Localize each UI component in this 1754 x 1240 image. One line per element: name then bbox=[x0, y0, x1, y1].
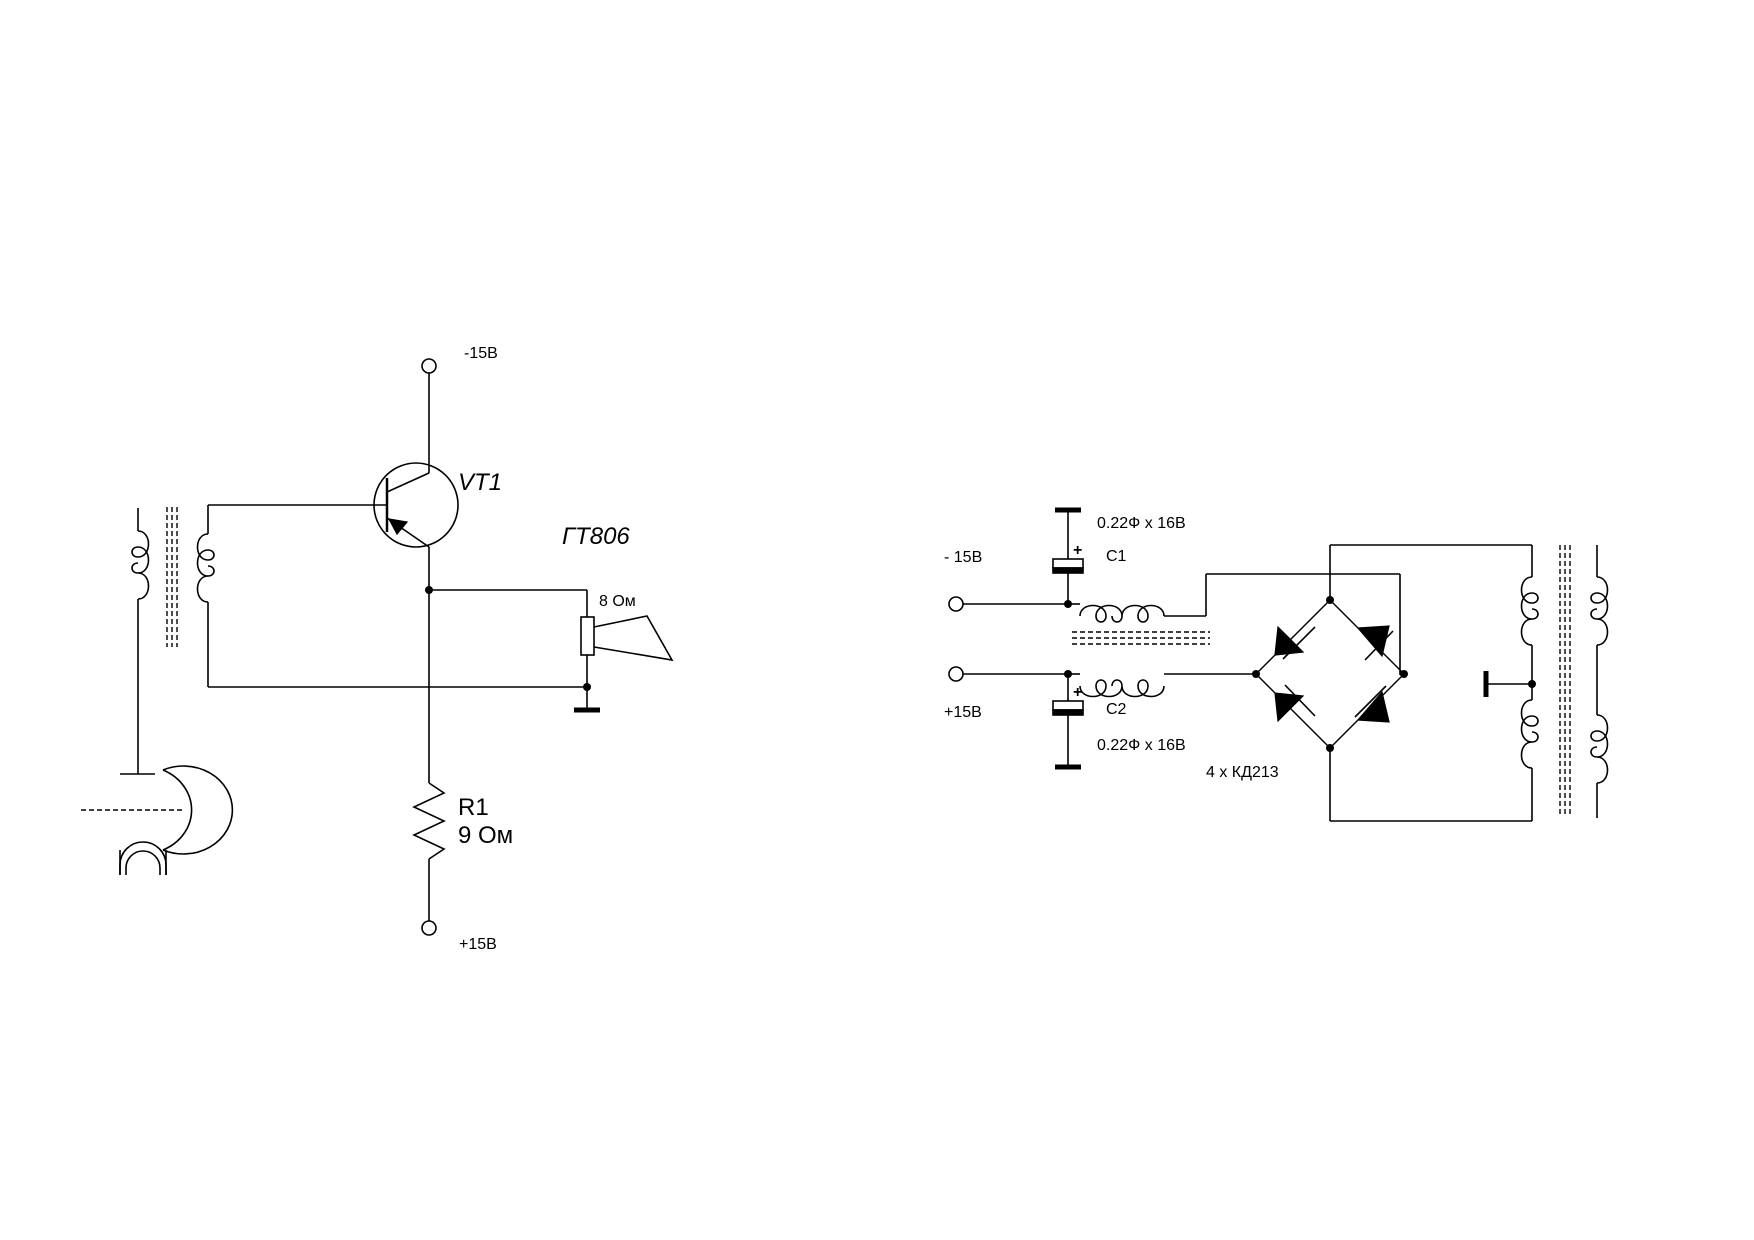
c2-value-label: 0.22Ф x 16В bbox=[1097, 737, 1186, 754]
vacuum-tube bbox=[81, 765, 234, 875]
c1-plus-label: + bbox=[1073, 542, 1082, 559]
input-positive-terminal bbox=[948, 666, 964, 682]
c1-value-label: 0.22Ф x 16В bbox=[1097, 515, 1186, 532]
positive-supply-label: +15В bbox=[459, 936, 497, 953]
positive-supply-terminal bbox=[421, 920, 437, 936]
diode-d4 bbox=[1356, 690, 1390, 723]
output-transformer bbox=[131, 505, 215, 687]
bridge-diodes-label: 4 x КД213 bbox=[1206, 764, 1279, 781]
negative-supply-terminal bbox=[421, 358, 437, 374]
power-transformer bbox=[1520, 545, 1609, 818]
input-negative-label: - 15В bbox=[944, 549, 982, 566]
transistor-type-label: ГТ806 bbox=[562, 523, 630, 550]
diode-bridge bbox=[1252, 596, 1408, 752]
c2-ref-label: C2 bbox=[1106, 701, 1127, 718]
capacitor-c1 bbox=[1052, 507, 1084, 604]
resistor-r1 bbox=[412, 782, 446, 860]
diode-d3 bbox=[1274, 692, 1305, 723]
speaker bbox=[580, 615, 674, 662]
resistor-value-label: 9 Ом bbox=[458, 822, 513, 849]
c2-plus-label: + bbox=[1073, 684, 1082, 701]
input-positive-label: +15В bbox=[944, 704, 982, 721]
resistor-ref-label: R1 bbox=[458, 794, 489, 821]
transistor-vt1 bbox=[208, 462, 459, 590]
right-power-supply-circuit: - 15В +15В + 0.22Ф x 16В C1 + C2 0.22Ф bbox=[944, 507, 1609, 822]
capacitor-c2 bbox=[1052, 674, 1084, 770]
left-amplifier-circuit: -15В VT1 ГТ806 8 Ом R1 bbox=[81, 345, 674, 953]
negative-supply-label: -15В bbox=[464, 345, 498, 362]
speaker-impedance-label: 8 Ом bbox=[599, 593, 636, 610]
choke bbox=[1068, 573, 1401, 698]
transistor-ref-label: VT1 bbox=[458, 469, 502, 496]
input-negative-terminal bbox=[948, 596, 964, 612]
c1-ref-label: C1 bbox=[1106, 548, 1127, 565]
diode-d2 bbox=[1356, 625, 1390, 658]
